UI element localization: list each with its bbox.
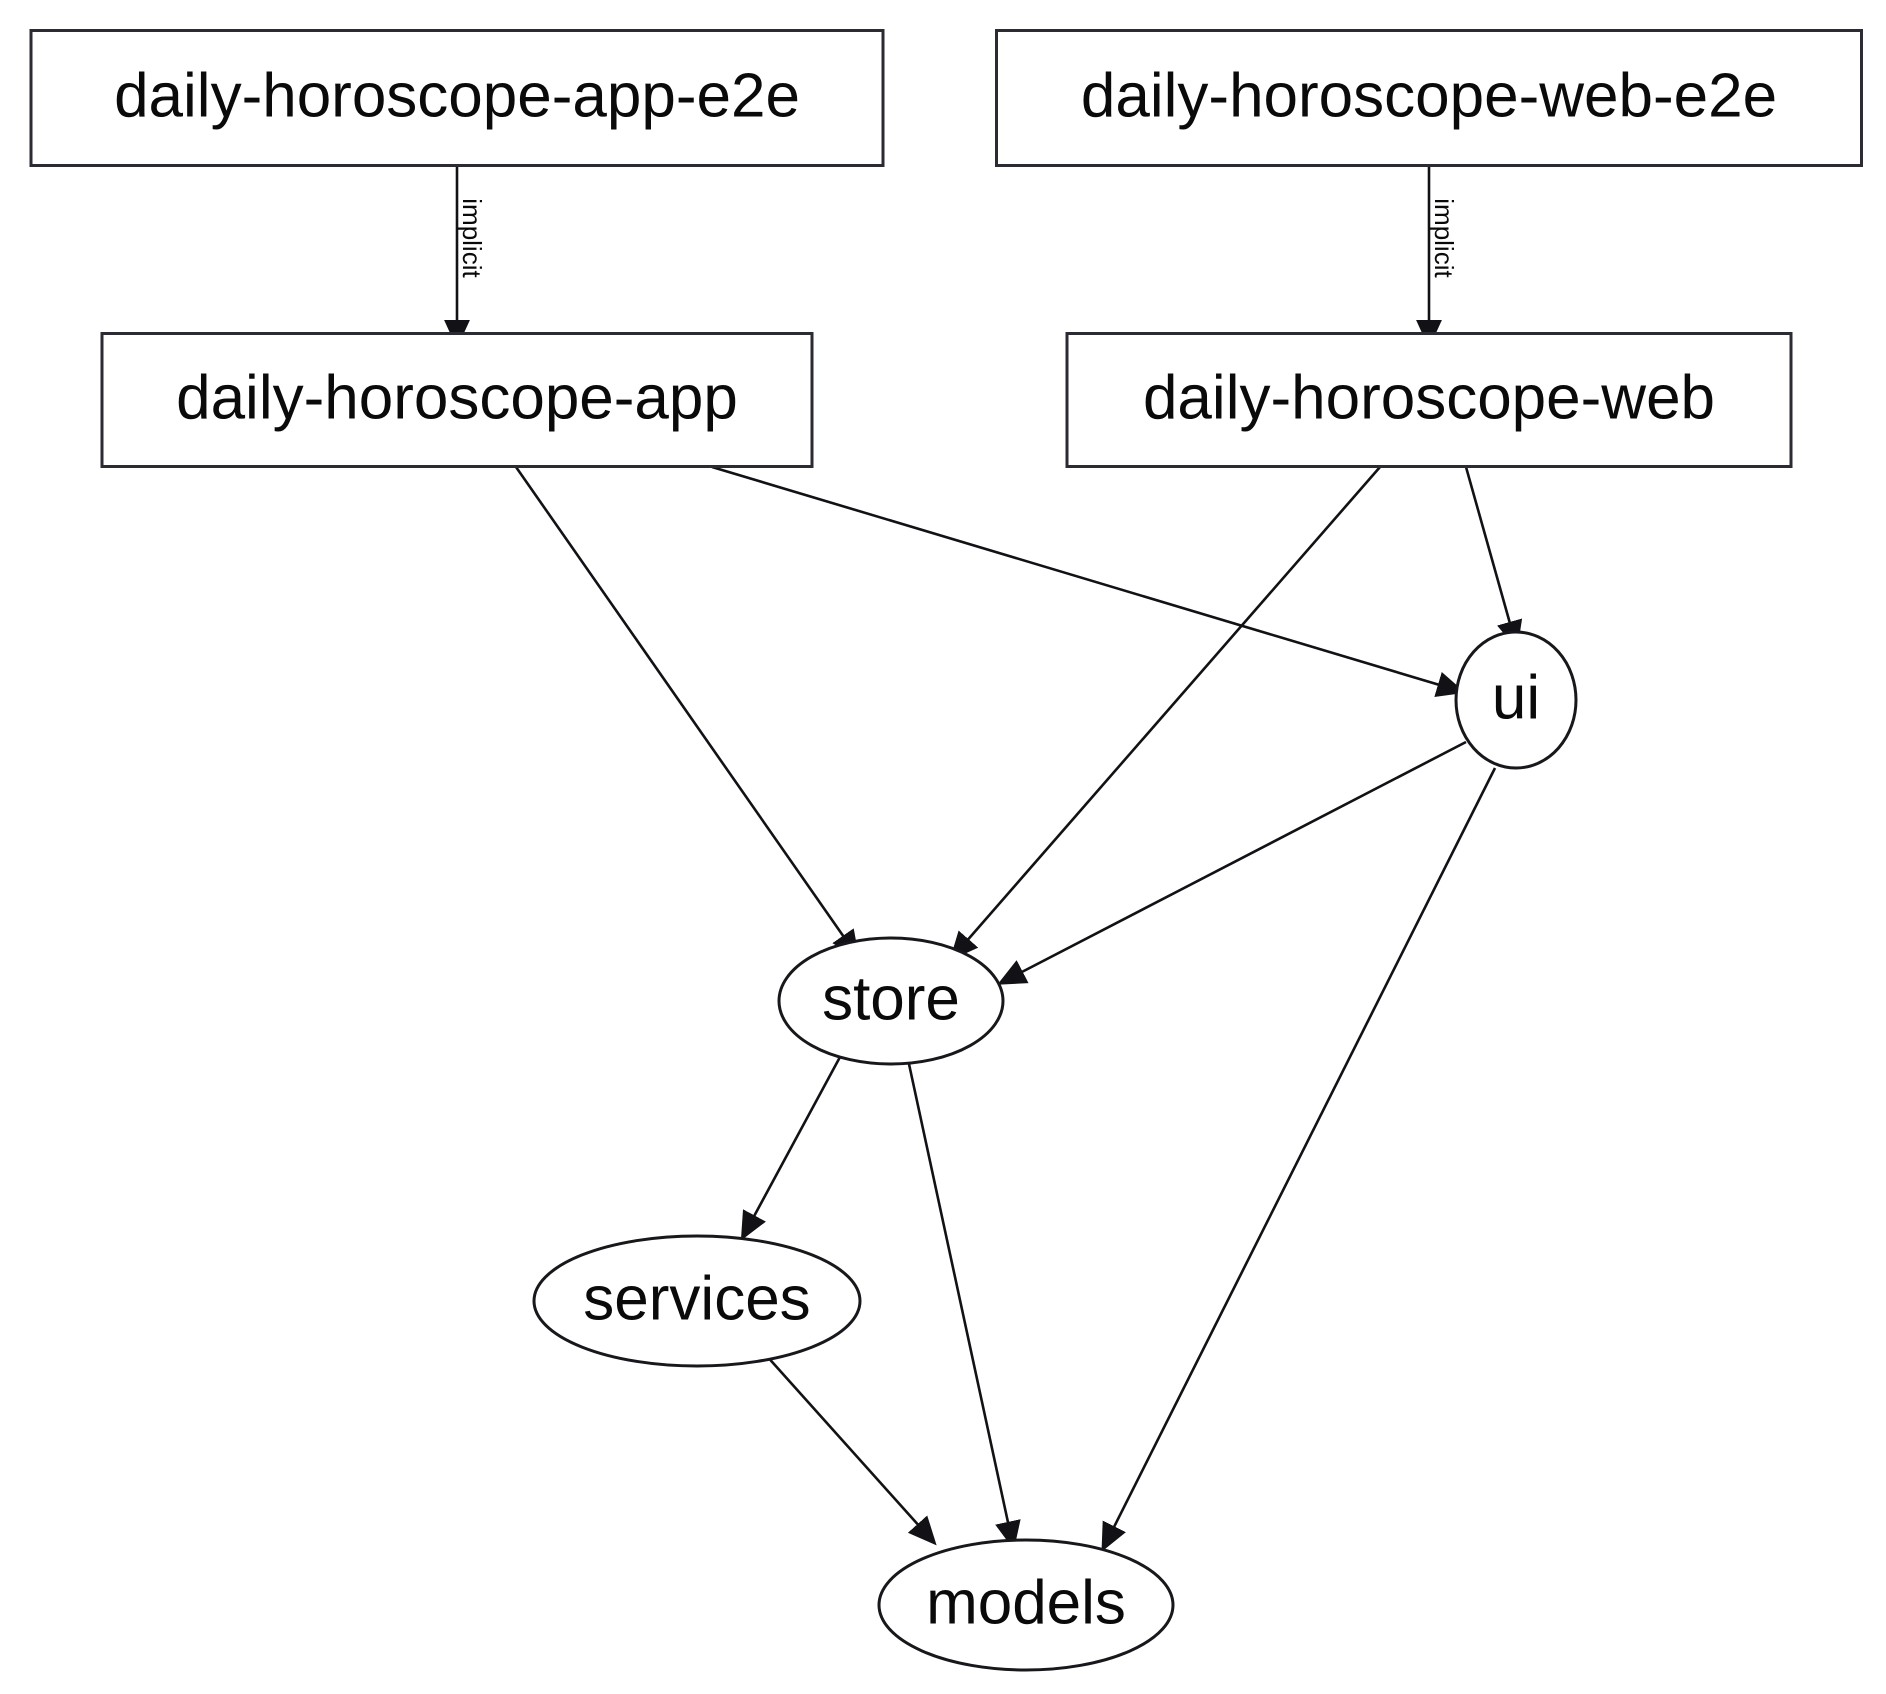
graph-edge-store-to-models[interactable]	[907, 1063, 1021, 1550]
node-box-shape	[100, 332, 814, 468]
edge-line	[997, 740, 1467, 985]
graph-edge-app-to-ui[interactable]	[711, 465, 1466, 697]
edge-line	[1101, 767, 1497, 1552]
graph-node-ui[interactable]: ui	[1454, 630, 1578, 770]
node-label: store	[822, 964, 960, 1033]
edge-line	[740, 1056, 842, 1241]
node-label: models	[926, 1568, 1126, 1637]
node-label: daily-horoscope-web-e2e	[1081, 61, 1777, 130]
node-label: ui	[1492, 663, 1540, 732]
graph-node-daily-horoscope-app[interactable]: daily-horoscope-app	[100, 332, 814, 468]
graph-edge-store-to-services[interactable]	[740, 1056, 842, 1241]
graph-node-models[interactable]: models	[877, 1538, 1175, 1672]
graph-edge-web-to-ui[interactable]	[1464, 466, 1523, 650]
graph-edge-web-to-store[interactable]	[949, 466, 1381, 961]
edge-line	[711, 465, 1466, 697]
node-box-shape	[995, 29, 1863, 167]
graph-edge-ui-to-store[interactable]	[997, 740, 1467, 985]
edge-label: implicit	[1429, 198, 1459, 278]
node-label: daily-horoscope-web	[1143, 363, 1715, 432]
graph-edge-ui-to-models[interactable]	[1101, 767, 1497, 1552]
edge-line	[514, 466, 860, 960]
edges-layer: implicit implicit	[444, 166, 1523, 1552]
edge-line	[907, 1063, 1021, 1550]
node-ellipse-shape	[877, 1538, 1175, 1672]
edge-line	[1464, 466, 1523, 650]
graph-edge-web-e2e-to-web[interactable]: implicit	[1416, 166, 1459, 349]
graph-edge-services-to-models[interactable]	[764, 1353, 937, 1546]
node-label: daily-horoscope-app-e2e	[114, 61, 800, 130]
node-box-shape	[1065, 332, 1793, 468]
edge-label: implicit	[457, 198, 487, 278]
graph-node-services[interactable]: services	[532, 1234, 862, 1368]
graph-node-daily-horoscope-web-e2e[interactable]: daily-horoscope-web-e2e	[995, 29, 1863, 167]
nodes-layer: daily-horoscope-app-e2e daily-horoscope-w…	[29, 29, 1863, 1672]
node-ellipse-shape	[532, 1234, 862, 1368]
edge-line	[764, 1353, 937, 1546]
node-ellipse-shape	[777, 936, 1005, 1066]
node-box-shape	[29, 29, 885, 167]
edge-line	[949, 466, 1381, 961]
graph-node-store[interactable]: store	[777, 936, 1005, 1066]
graph-edge-app-to-store[interactable]	[514, 466, 860, 960]
node-ellipse-shape	[1454, 630, 1578, 770]
graph-node-daily-horoscope-web[interactable]: daily-horoscope-web	[1065, 332, 1793, 468]
graph-edge-app-e2e-to-app[interactable]: implicit	[444, 166, 487, 349]
node-label: services	[583, 1264, 810, 1333]
node-label: daily-horoscope-app	[176, 363, 738, 432]
graph-node-daily-horoscope-app-e2e[interactable]: daily-horoscope-app-e2e	[29, 29, 885, 167]
